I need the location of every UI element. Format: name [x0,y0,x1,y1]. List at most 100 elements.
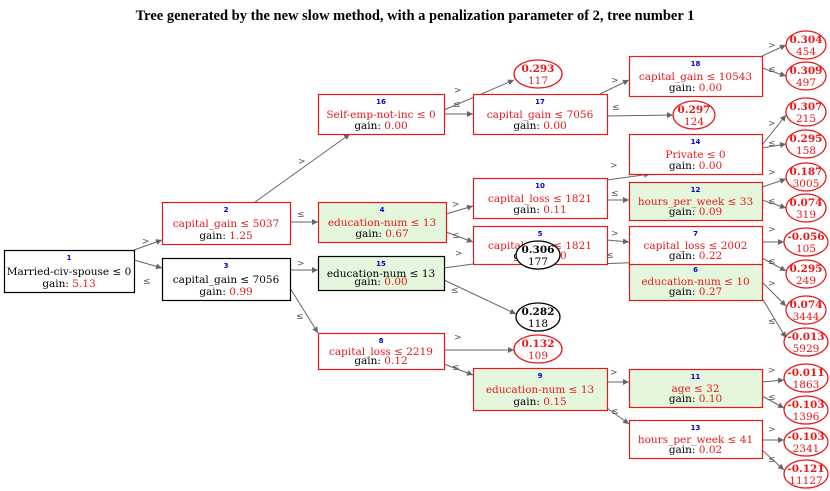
edge-label-n11-l_q: ≤ [768,393,776,403]
edge-n4-n5 [445,231,474,243]
edge-label-n17-l_b: ≤ [612,103,620,113]
node-box [628,55,764,98]
leaf-value: 0.295 [790,133,823,145]
node-box [628,181,764,222]
edge-label-n5-n6: ≤ [606,251,614,261]
gain-value: 0.99 [229,286,252,298]
leaf-value: 0.309 [790,65,823,77]
node-box [161,201,292,246]
gain-label: gain: [199,286,229,298]
edge-n6-l_l [761,297,787,339]
node-number: 14 [691,138,701,146]
diagram-title: Tree generated by the new slow method, w… [135,8,695,24]
node-condition: capital_loss ≤ 2002 [644,240,748,252]
edge-n17-n18 [599,79,630,95]
leaf-ellipse [783,459,829,489]
edge-label-n15-l_m: > [455,249,463,259]
edge-n12-l_h [761,199,787,209]
gain-value: 0.11 [543,204,566,216]
gain-value: 0.27 [699,286,722,298]
gain-value: 1.25 [229,230,252,242]
node-condition: capital_gain ≤ 10543 [639,71,752,83]
gain-value: 0.02 [699,444,722,456]
edge-n11-l_p [761,377,785,384]
edge-label-n13-l_s: ≤ [768,455,776,465]
node-gain: gain: 0.00 [669,82,722,94]
node-number: 2 [224,206,229,214]
node-box [317,93,446,136]
edge-label-n2-n16: > [298,157,306,167]
leaf-ellipse [513,334,563,364]
leaf-count: 177 [528,256,548,268]
node-gain: gain: 0.10 [669,393,722,405]
edge-n1-n2 [133,239,163,251]
node-box [317,255,446,292]
node-condition: age ≤ 32 [671,383,719,395]
leaf-count: 105 [796,243,816,255]
node-box [317,201,448,244]
node-box [628,261,764,302]
edge-label-n12-l_g: > [768,168,776,178]
edge-label-n9-n13: ≤ [611,407,619,417]
node-box [472,93,609,136]
node-box [628,225,764,266]
node-box [628,133,764,176]
leaf-count: 11127 [789,475,822,487]
leaf-value: 0.074 [790,299,823,311]
edge-n1-n3 [133,259,163,270]
gain-label: gain: [669,444,699,456]
gain-label: gain: [513,204,543,216]
edge-label-n1-n3: ≤ [143,277,151,287]
leaf-ellipse [785,129,827,159]
edge-n4-n10 [445,204,474,215]
node-box [628,419,764,460]
edge-n13-l_s [761,449,785,471]
edge-label-n4-n5: ≤ [452,231,460,241]
edge-label-n12-l_h: ≤ [768,197,776,207]
leaf-value: 0.282 [522,306,555,318]
leaf-count: 1863 [793,379,820,391]
gain-value: 0.22 [699,250,722,262]
leaf-ellipse [785,259,827,289]
leaf-ellipse [785,97,827,127]
node-gain: gain: 1.25 [199,230,252,242]
gain-label: gain: [669,160,699,172]
leaf-value: 0.187 [790,166,823,178]
leaf-count: 5929 [793,343,820,355]
node-gain: gain: 0.22 [669,250,722,262]
node-condition: capital_loss ≤ 1821 [488,193,592,205]
gain-label: gain: [669,250,699,262]
leaf-value: -0.013 [787,331,824,343]
edge-n11-l_q [761,395,785,409]
node-number: 15 [376,260,386,268]
leaf-count: 158 [796,145,816,157]
leaf-count: 117 [528,75,548,87]
node-box [472,367,609,412]
node-condition: education-num ≤ 13 [486,384,594,396]
gain-value: 0.09 [699,206,722,218]
gain-value: 0.00 [384,276,407,288]
node-condition: education-num ≤ 13 [327,268,435,280]
leaf-ellipse [785,193,827,223]
leaf-ellipse [783,363,829,393]
gain-label: gain: [513,120,543,132]
edge-label-n3-n8: ≤ [296,312,304,322]
leaf-count: 319 [796,209,816,221]
node-gain: gain: 0.67 [355,228,408,240]
leaf-ellipse [513,59,563,89]
edge-n18-l_d [761,67,787,77]
gain-label: gain: [669,206,699,218]
